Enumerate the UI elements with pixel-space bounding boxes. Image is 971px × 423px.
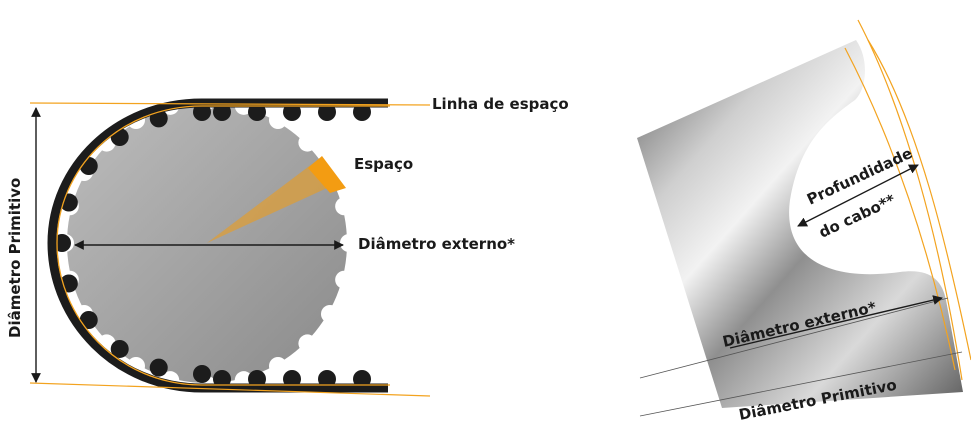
gap-wedge-tip [308,156,346,193]
right-pitch-diameter-leadline [639,351,963,417]
left-belt-diagram: Linha de espaço Espaço Diâmetro externo*… [6,92,569,397]
right-pitch-curve-2 [867,39,971,361]
belt-tooth [283,370,301,388]
gap-label: Espaço [354,155,413,173]
cable-depth-arrow [797,164,919,227]
pulley-tooth-gap [335,270,354,289]
pulley-tooth-gap [335,197,354,216]
pulley-tooth-gap [320,305,339,323]
right-outer-diameter-leadline [639,297,949,379]
left-outer-diameter-label: Diâmetro externo* [358,235,515,253]
belt-tooth [110,128,129,147]
pitch-line [29,102,431,106]
belt-tooth [193,365,211,383]
timing-belt [47,98,388,393]
belt-tooth [283,103,301,121]
pulley-tooth-gap [298,133,317,152]
belt-tooth [213,370,231,388]
pulley-tooth-gap [269,356,287,375]
belt-tooth [149,358,168,377]
belt-tooth [248,370,266,388]
belt-tooth [318,370,336,388]
pulley-tooth-gap [340,234,358,252]
pulley-tooth-gap [298,334,317,353]
left-pitch-diameter-label: Diâmetro Primitivo [6,178,24,338]
belt-tooth [53,234,71,252]
belt-tooth [79,310,98,329]
pitch-line-bottom [29,382,431,397]
pulley-tooth-gap [269,111,287,130]
cable-depth-label-1: Profundidade [804,144,915,209]
right-cable-diagram: Profundidade do cabo** Diâmetro externo*… [637,19,971,423]
belt-tooth [79,157,98,176]
pitch-line-label: Linha de espaço [432,95,569,113]
right-outer-diameter-arrow [729,295,943,349]
belt-tooth [248,103,266,121]
right-pitch-curve-1 [857,19,963,381]
belt-tooth [318,103,336,121]
belt-tooth [59,193,78,212]
belt-tooth [213,103,231,121]
belt-tooth [353,370,371,388]
belt-tooth [110,339,129,358]
belt-tooth [353,103,371,121]
pitch-line-curve [56,105,390,386]
gap-wedge [207,158,338,243]
belt-tooth [193,103,211,121]
pulley-section-metal [637,40,963,408]
